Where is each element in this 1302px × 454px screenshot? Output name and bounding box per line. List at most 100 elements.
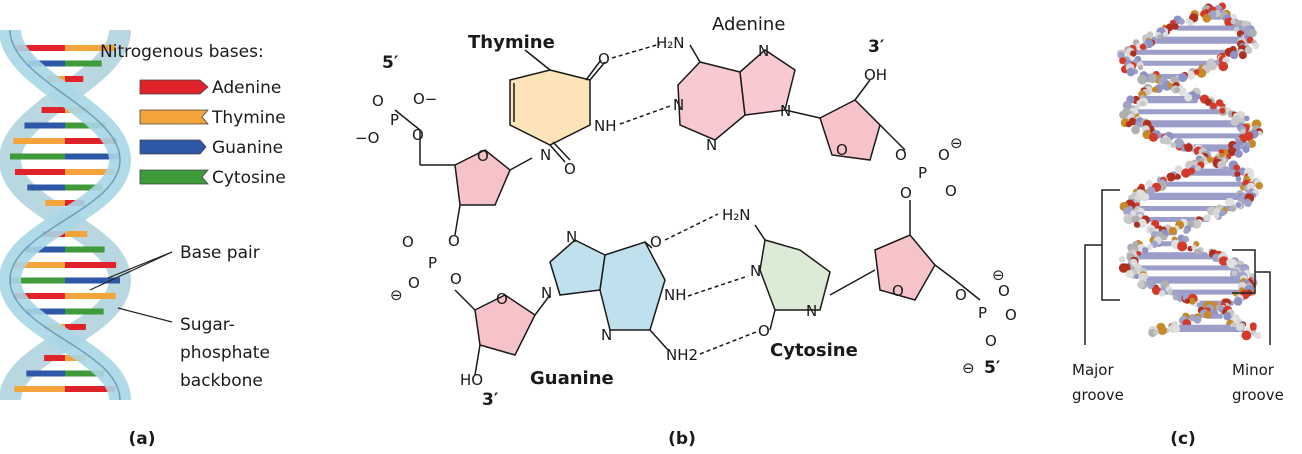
- helix-base-rung: [1176, 25, 1243, 31]
- hbond-t-a-2: [619, 105, 671, 125]
- atom-o-tl: O: [372, 92, 384, 110]
- atom-o-bl3: O: [408, 274, 420, 292]
- guanine-ring-6: [599, 241, 666, 331]
- helix-atom: [1218, 256, 1229, 266]
- rung-half-right: [65, 386, 116, 392]
- helix-atom: [1235, 176, 1242, 182]
- rung-half-left: [10, 277, 66, 284]
- helix-atom: [1129, 50, 1137, 57]
- caption-c: (c): [1170, 429, 1196, 449]
- helix-atom: [1177, 241, 1188, 252]
- helix-atom: [1151, 286, 1161, 295]
- helix-atom: [1193, 69, 1200, 75]
- five-prime-top: 5′: [382, 53, 399, 73]
- helix-base-rung: [1143, 278, 1250, 284]
- helix-atom: [1119, 110, 1128, 120]
- helix-atom: [1148, 132, 1158, 142]
- atom-o-br1: O: [955, 286, 967, 304]
- helix-atom: [1233, 164, 1241, 172]
- rung-half-right: [65, 122, 106, 129]
- helix-atom: [1166, 172, 1176, 182]
- rung-half-left: [14, 386, 65, 392]
- atom-n-ade1: N: [673, 96, 684, 114]
- helix-atom: [1123, 206, 1133, 216]
- atom-o-bl1: O: [402, 233, 414, 251]
- helix-atom: [1133, 221, 1141, 228]
- thymine-swatch: [139, 109, 209, 125]
- atom-o-gua: O: [650, 233, 662, 251]
- helix-base-rung: [1130, 60, 1224, 66]
- helix-atom: [1167, 82, 1173, 88]
- helix-atom: [1134, 274, 1140, 280]
- helix-atom: [1162, 234, 1168, 241]
- helix-atom: [1203, 310, 1212, 319]
- helix-atom: [1227, 258, 1238, 269]
- five-prime-bottom: 5′: [984, 358, 1001, 378]
- helix-atom: [1151, 86, 1158, 93]
- rung-half-left: [10, 153, 66, 160]
- rung-half-right: [65, 45, 115, 51]
- panel-c: Major groove Minor groove (c): [1072, 2, 1284, 449]
- helix-atom: [1191, 244, 1197, 250]
- helix-atom: [1209, 10, 1217, 18]
- rung-half-left: [24, 122, 65, 129]
- sugar-bottom-left: [474, 294, 536, 356]
- cytosine-label: Cytosine: [770, 340, 858, 361]
- rung-half-right: [65, 76, 84, 82]
- rung-half-left: [15, 45, 65, 51]
- atom-o-tr4: O: [900, 184, 912, 202]
- rung-half-right: [65, 277, 120, 284]
- minor-groove-bracket: [1232, 249, 1271, 345]
- atom-n-ade2: N: [706, 136, 717, 154]
- adenine-swatch: [139, 79, 209, 95]
- rung-half-left: [13, 138, 66, 144]
- helix-atom: [1168, 226, 1177, 235]
- legend-label-thymine: Thymine: [211, 108, 286, 128]
- helix-atom: [1244, 199, 1252, 207]
- helix-atom: [1229, 50, 1239, 60]
- helix-atom: [1148, 74, 1157, 84]
- helix-atom: [1250, 325, 1257, 332]
- atom-o-sugar-br: O: [892, 282, 904, 300]
- atom-p-tl: P: [390, 111, 399, 129]
- helix-atom: [1238, 51, 1247, 60]
- atom-o-bl4: O: [450, 270, 462, 288]
- panel-b: [394, 43, 981, 376]
- panel-b-labels: Thymine Adenine Guanine Cytosine 5′ 3′ 3…: [355, 14, 1017, 449]
- helix-atom: [1174, 87, 1180, 93]
- helix-atom: [1159, 290, 1166, 297]
- helix-atom: [1145, 179, 1154, 188]
- atom-o-cyt: O: [758, 322, 770, 340]
- legend-item-thymine: Thymine: [139, 108, 286, 128]
- helix-atom: [1223, 312, 1232, 321]
- helix-atom: [1191, 16, 1198, 22]
- adenine-ring-5: [739, 49, 796, 116]
- guanine-label: Guanine: [530, 368, 614, 389]
- helix-atom: [1153, 329, 1159, 336]
- helix-base-rung: [1133, 49, 1243, 55]
- rung-half-right: [65, 246, 105, 253]
- rung-half-right: [65, 370, 104, 377]
- helix-atom: [1233, 26, 1240, 33]
- hbond-t-a-1: [611, 43, 661, 59]
- helix-atom: [1119, 57, 1127, 65]
- minus-circle-br2: ⊖: [962, 359, 975, 377]
- helix-atom: [1246, 36, 1254, 44]
- helix-atom: [1229, 205, 1237, 212]
- helix-atom: [1240, 128, 1246, 135]
- legend-title: Nitrogenous bases:: [100, 42, 264, 62]
- helix-base-rung: [1140, 98, 1198, 104]
- helix-atom: [1177, 87, 1187, 97]
- helix-atom: [1126, 67, 1136, 77]
- rung-half-right: [65, 308, 104, 315]
- helix-atom: [1146, 243, 1154, 251]
- atom-o-minus-tl: O−: [413, 90, 437, 108]
- atom-o-tr2: O: [938, 146, 950, 164]
- atom-o-br3: O: [1005, 306, 1017, 324]
- helix-atom: [1235, 202, 1242, 208]
- atom-nh2-gua: NH2: [666, 346, 698, 364]
- helix-base-rung: [1147, 38, 1250, 44]
- helix-atom: [1125, 121, 1132, 128]
- helix-atom: [1122, 100, 1132, 110]
- helix-atom: [1184, 298, 1191, 304]
